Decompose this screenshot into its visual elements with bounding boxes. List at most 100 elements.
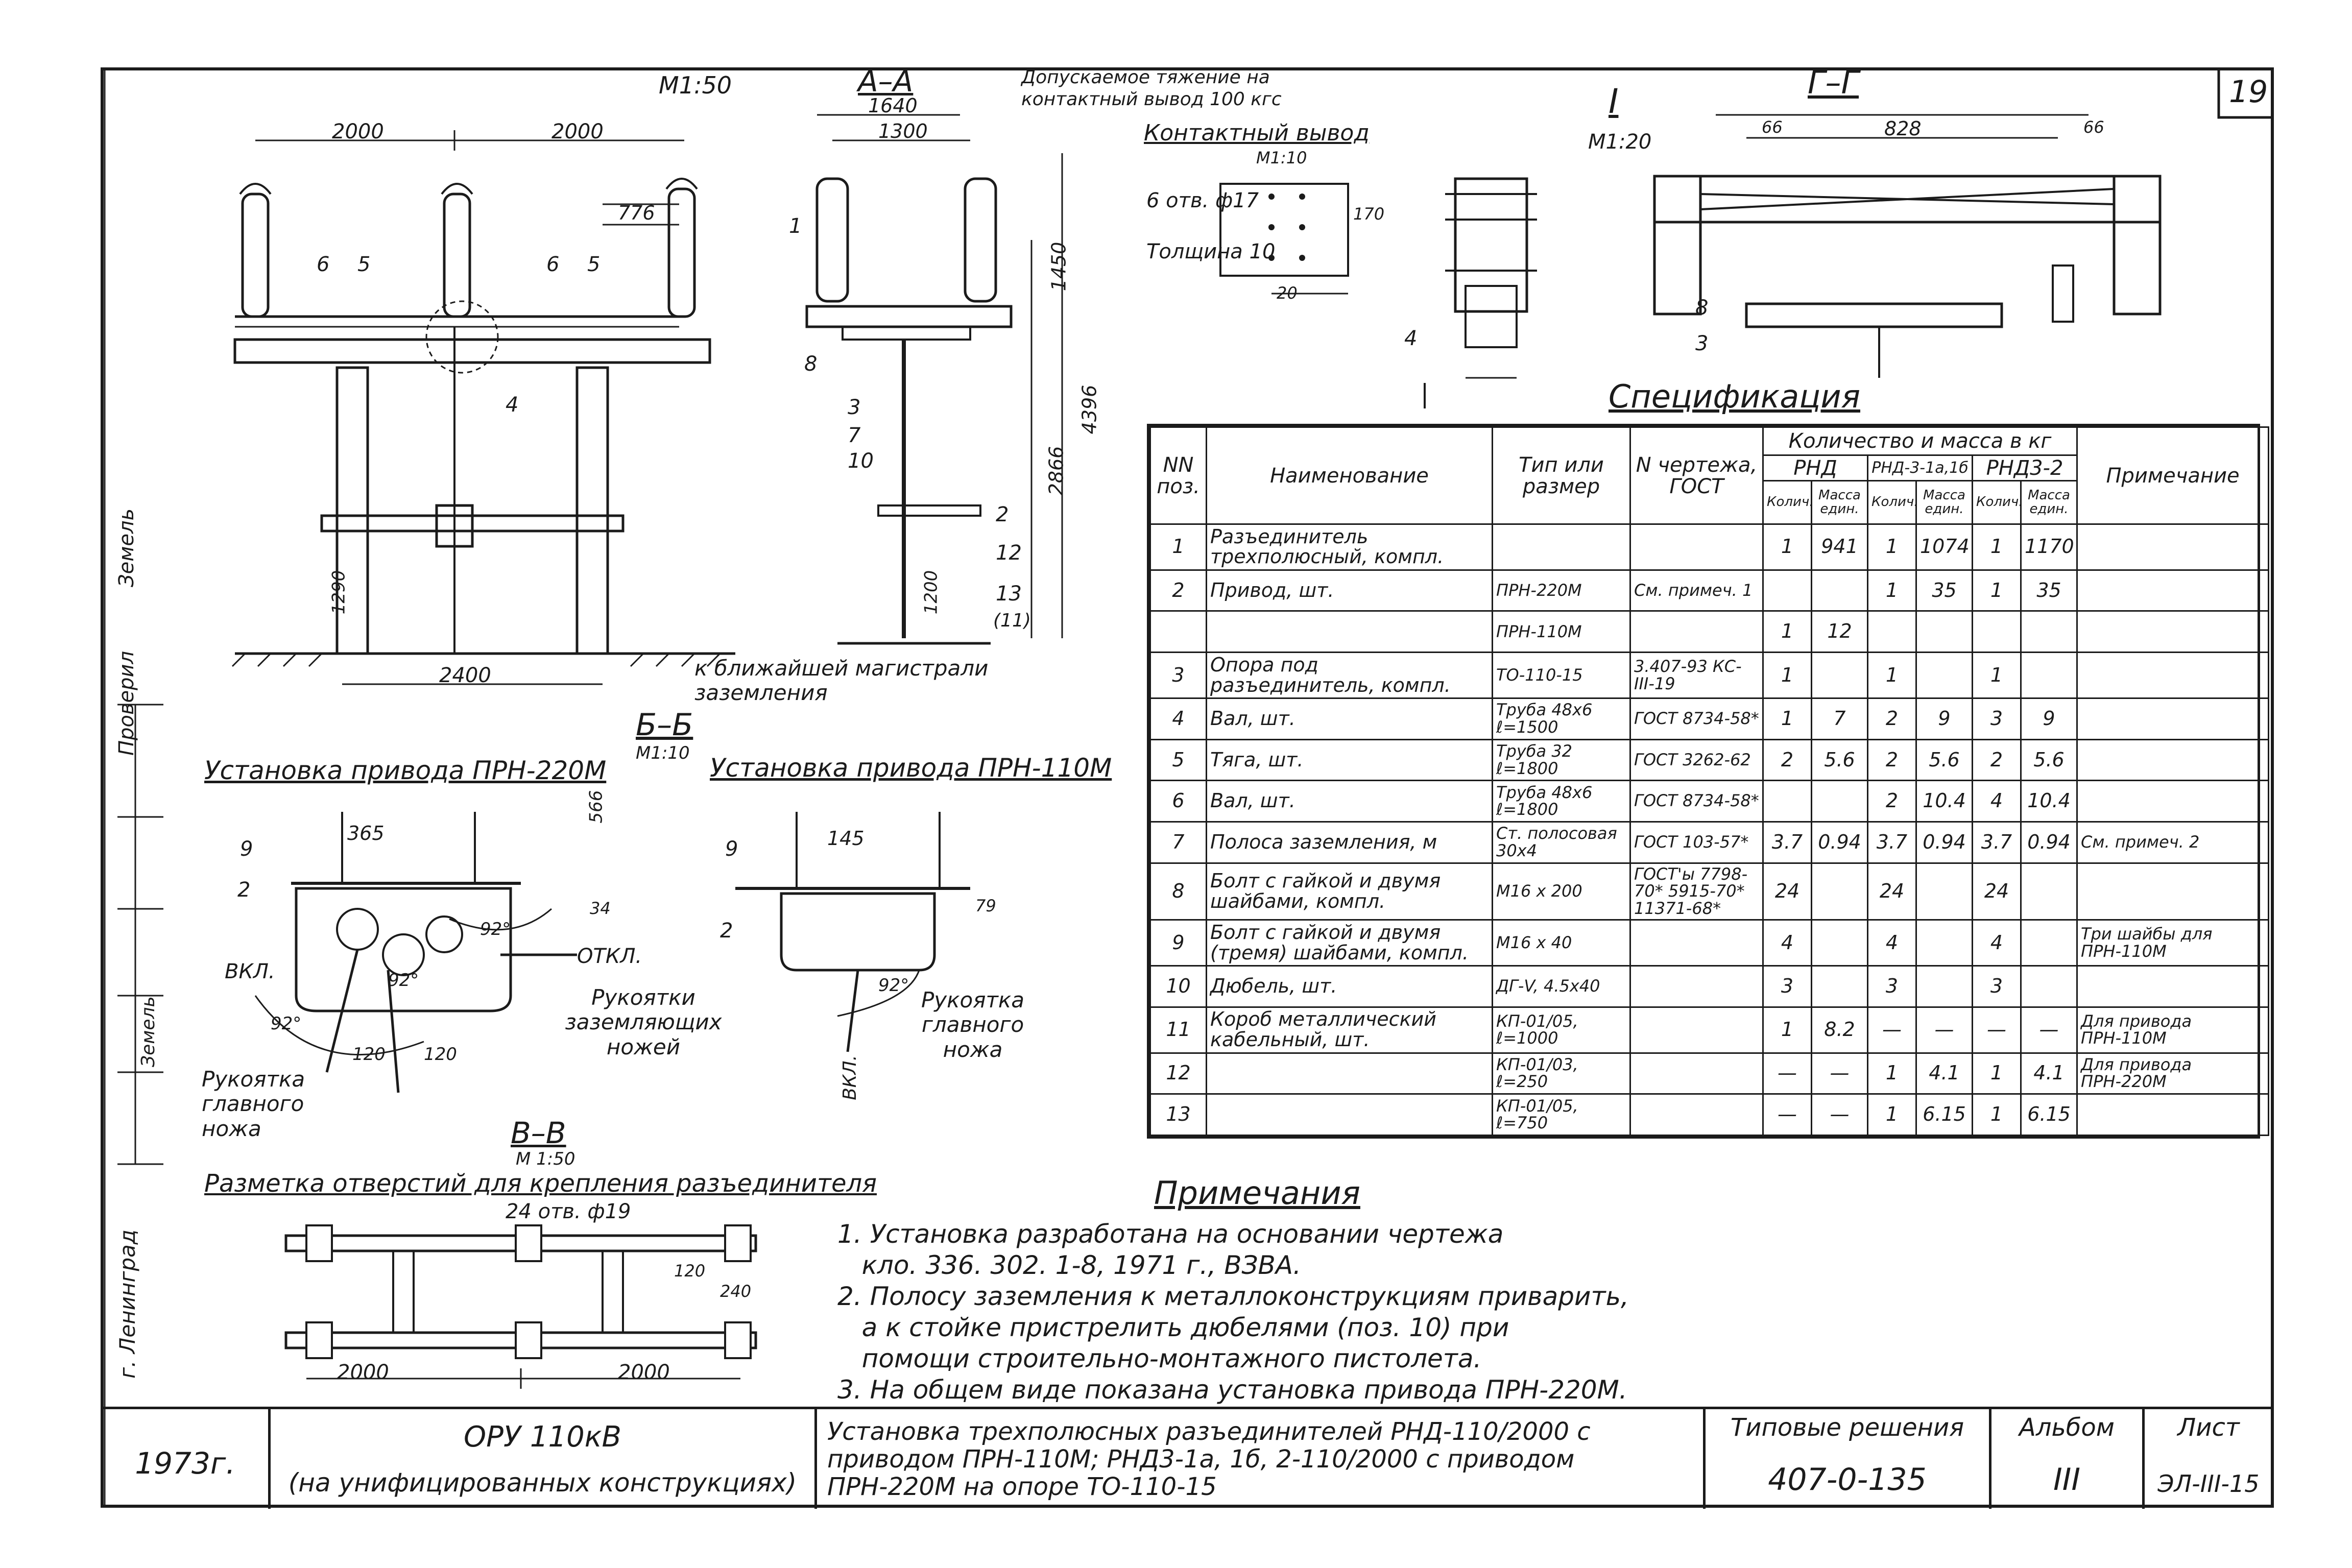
table-cell-n: 11 (1149, 1006, 1207, 1054)
table-cell-dwg: 3.407-93 КС-III-19 (1629, 652, 1764, 699)
table-cell-m3: 1170 (2020, 523, 2078, 571)
table-cell-dwg (1629, 1093, 1764, 1136)
table-cell-m2 (1915, 652, 1973, 699)
side-label-1: Земель (115, 508, 138, 587)
table-cell-m2: 5.6 (1915, 738, 1973, 782)
table-cell-n: 13 (1149, 1093, 1207, 1136)
dim-66-right: 66 (2083, 117, 2104, 137)
pos-11: (11) (993, 610, 1031, 631)
vkl-label-220: ВКЛ. (225, 960, 275, 983)
pos-2-aa: 2 (996, 503, 1009, 526)
section-a-a-title: А–А (858, 64, 914, 99)
note-1: 1. Установка разработана на основании че… (837, 1219, 1504, 1280)
drive-prn110-view (735, 812, 970, 1052)
angle-92-d: 92° (878, 975, 909, 996)
sheet-frame (101, 67, 2274, 1508)
pos-9-220: 9 (240, 837, 253, 861)
table-cell-m2: 1074 (1915, 523, 1973, 571)
table-cell-q2: 1 (1867, 523, 1917, 571)
side-label-3: Земель (138, 996, 159, 1067)
stamp-title: Установка трехполюсных разъединителей РН… (827, 1417, 1591, 1501)
table-cell-m2: 6.15 (1915, 1093, 1973, 1136)
table-cell-n: 2 (1149, 569, 1207, 612)
dim-1290: 1290 (328, 570, 349, 615)
table-cell-m3 (2020, 610, 2078, 654)
pos-5-left: 5 (357, 253, 371, 276)
contact-terminal-scale: М1:10 (1256, 148, 1307, 167)
table-cell-q1: 1 (1762, 523, 1812, 571)
table-cell-q1: 1 (1762, 610, 1812, 654)
table-cell-dwg: ГОСТ 8734-58* (1629, 697, 1764, 740)
col-name: Наименование (1206, 426, 1493, 525)
table-cell-type: ПРН-110М (1492, 610, 1631, 654)
pull-callout: Допускаемое тяжение на контактный вывод … (1021, 67, 1282, 110)
table-cell-n: 9 (1149, 919, 1207, 967)
table-cell-m1: — (1811, 1052, 1868, 1095)
dim-1200: 1200 (921, 570, 942, 615)
table-cell-note (2076, 738, 2270, 782)
table-cell-q1: 1 (1762, 1006, 1812, 1054)
table-cell-q2: 2 (1867, 780, 1917, 823)
vkl-label-110: ВКЛ. (839, 1055, 860, 1100)
table-cell-note: Для привода ПРН-220М (2076, 1052, 2270, 1095)
table-cell-q1: 24 (1762, 862, 1812, 921)
table-cell-name: Вал, шт. (1206, 780, 1493, 823)
table-cell-q3: 1 (1972, 569, 2022, 612)
table-cell-q2: 24 (1867, 862, 1917, 921)
table-cell-q2: — (1867, 1006, 1917, 1054)
stamp-org-sub: (на унифицированных конструкциях) (288, 1468, 797, 1498)
terminal-dim-170: 170 (1353, 204, 1385, 224)
main-elevation (231, 130, 735, 685)
angle-92-a: 92° (388, 970, 419, 991)
table-cell-type: М16 х 40 (1492, 919, 1631, 967)
table-cell-dwg (1629, 919, 1764, 967)
otkl-label-220: ОТКЛ. (577, 945, 642, 968)
stamp-sheet-caption: Лист (2177, 1413, 2240, 1442)
dim-120-b: 120 (424, 1044, 457, 1065)
table-cell-n (1149, 610, 1207, 654)
contact-terminal (1219, 183, 1349, 295)
dim-240: 240 (720, 1282, 752, 1301)
note-2: 2. Полосу заземления к металлоконструкци… (837, 1282, 1629, 1373)
col-qty-1: Колич. (1762, 480, 1812, 525)
node-i-title: I (1609, 82, 1619, 121)
dim-1300: 1300 (878, 120, 928, 142)
main-handle-label-220: Рукоятка главного ножа (202, 1067, 305, 1141)
table-cell-q1: — (1762, 1052, 1812, 1095)
node-i-view (1424, 177, 1537, 408)
table-cell-name (1206, 1052, 1493, 1095)
pos-8-gg: 8 (1695, 296, 1709, 320)
table-cell-n: 10 (1149, 965, 1207, 1008)
view-v-v-scale: М 1:50 (516, 1149, 575, 1169)
dim-2000-marking-right: 2000 (618, 1361, 670, 1384)
dim-120-marking: 120 (674, 1261, 706, 1281)
pos-10: 10 (848, 449, 874, 473)
table-cell-note (2076, 780, 2270, 823)
col-qty-3: Колич. (1972, 480, 2022, 525)
table-cell-name: Разъединитель трехполюсный, компл. (1206, 523, 1493, 571)
section-a-a (805, 114, 1063, 645)
table-cell-m3 (2020, 965, 2078, 1008)
table-cell-type: ТО-110-15 (1492, 652, 1631, 699)
table-cell-n: 7 (1149, 821, 1207, 864)
table-cell-m1 (1811, 919, 1868, 967)
table-cell-m3: 35 (2020, 569, 2078, 612)
hole-marking-view (284, 1224, 757, 1389)
table-cell-m2: 10.4 (1915, 780, 1973, 823)
col-type: Тип или размер (1492, 426, 1631, 525)
dim-145: 145 (827, 827, 865, 850)
table-cell-note: Для привода ПРН-110М (2076, 1006, 2270, 1054)
table-cell-m3: 10.4 (2020, 780, 2078, 823)
table-cell-m3: 9 (2020, 697, 2078, 740)
table-cell-q3 (1972, 610, 2022, 654)
table-cell-q1: 3 (1762, 965, 1812, 1008)
dim-2866: 2866 (1045, 446, 1068, 496)
